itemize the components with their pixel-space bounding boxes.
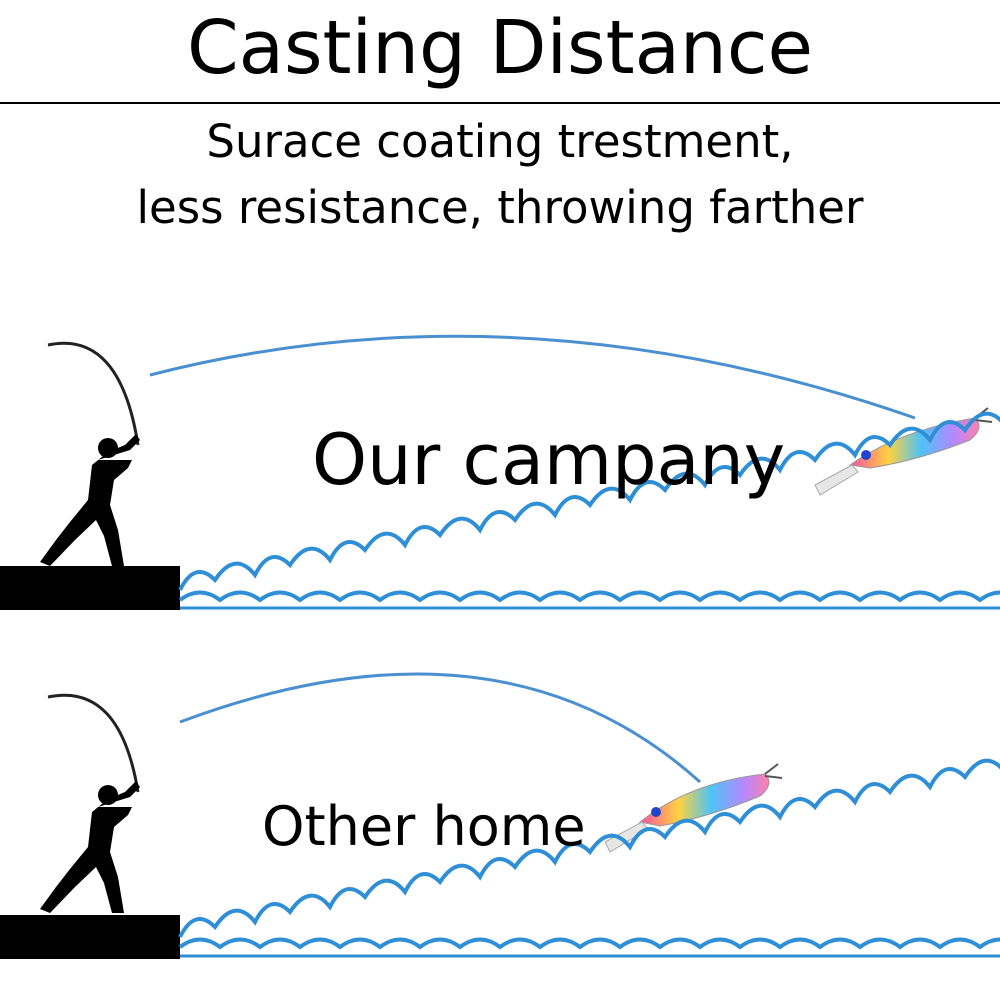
comparison-label-ours: Our campany: [312, 419, 786, 501]
comparison-scene-other: Other home: [0, 652, 1000, 972]
fishing-lure-icon: [604, 763, 783, 853]
comparison-label-other: Other home: [262, 795, 586, 858]
title-divider: [0, 102, 1000, 104]
fisherman-silhouette-icon: [40, 781, 140, 913]
casting-line: [149, 334, 916, 420]
wave-pattern-icon: [178, 411, 1000, 610]
subtitle-line-1: Surace coating trestment,: [206, 115, 794, 168]
wave-pattern-icon: [178, 758, 1000, 958]
subtitle-line-2: less resistance, throwing farther: [136, 181, 864, 234]
casting-line: [179, 672, 702, 784]
pier-block: [0, 566, 180, 610]
comparison-scene-ours: Our campany: [0, 300, 1000, 620]
page-title: Casting Distance: [186, 5, 814, 91]
fishing-rod-icon: [47, 693, 140, 793]
scene-illustration: [0, 334, 1000, 610]
scene-illustration: [0, 672, 1000, 959]
pier-block: [0, 915, 180, 959]
fishing-rod-icon: [47, 341, 140, 446]
fisherman-silhouette-icon: [40, 434, 140, 566]
fishing-lure-icon: [814, 407, 993, 496]
